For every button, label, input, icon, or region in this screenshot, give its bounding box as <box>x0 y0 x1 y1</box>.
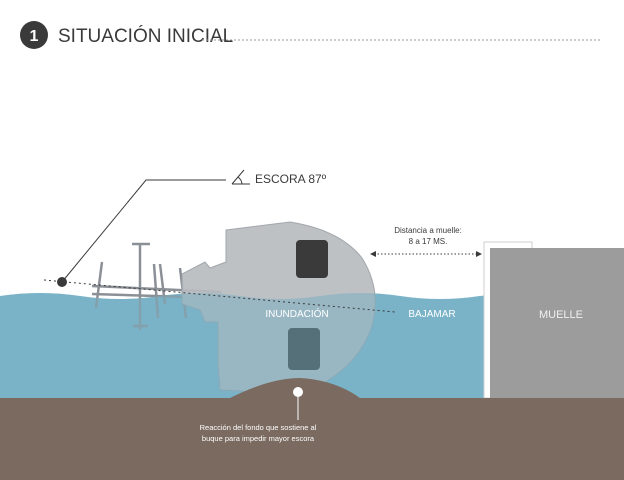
upper-hatch <box>296 240 328 278</box>
dock <box>490 248 624 398</box>
distance-arrow-right <box>476 251 482 257</box>
step-number: 1 <box>30 28 39 45</box>
heel-leader <box>61 179 226 283</box>
reaction-label-line2: buque para impedir mayor escora <box>202 434 315 443</box>
distance-arrow-left <box>370 251 376 257</box>
page-title: SITUACIÓN INICIAL <box>58 25 233 47</box>
angle-icon <box>231 169 250 185</box>
heel-axis <box>43 279 396 313</box>
reaction-label-line1: Reacción del fondo que sostiene al <box>200 423 317 432</box>
distance-label-line1: Distancia a muelle: <box>394 226 462 235</box>
low-tide-label: BAJAMAR <box>408 309 455 320</box>
reaction-marker <box>293 387 303 397</box>
seabed <box>0 378 624 480</box>
water-overlay <box>0 293 480 398</box>
heel-label: ESCORA 87º <box>255 172 327 186</box>
flooding-label: INUNDACIÓN <box>265 307 328 320</box>
step-badge <box>20 21 48 49</box>
lower-hatch <box>288 328 320 370</box>
dock-label: MUELLE <box>539 309 583 321</box>
distance-label-line2: 8 a 17 MS. <box>409 237 448 246</box>
